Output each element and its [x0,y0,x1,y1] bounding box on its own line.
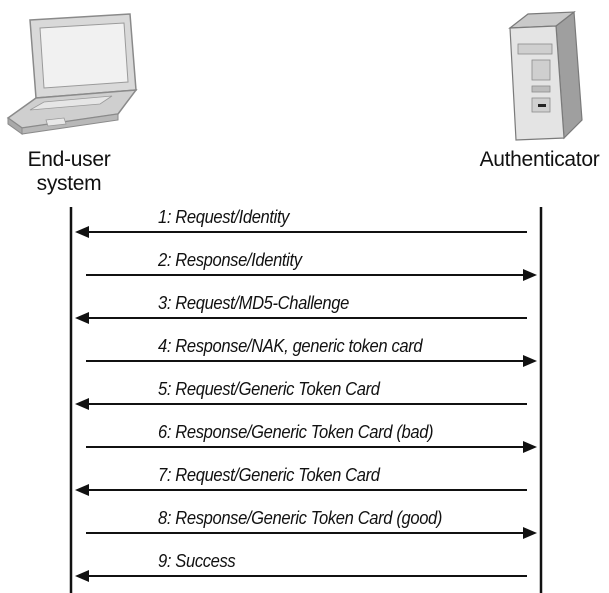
participant-label-end-user: End-user system [8,148,130,196]
participant-label-line: Authenticator [479,148,600,171]
laptop-icon [6,13,138,135]
message-arrow-1 [75,226,527,238]
arrowhead-icon [75,398,89,410]
message-arrow-8 [86,527,537,539]
message-label-6: 6: Response/Generic Token Card (bad) [158,422,434,442]
server-icon [508,10,583,141]
message-arrow-7 [75,484,527,496]
participant-label-line: End-user [27,148,111,171]
message-arrows [75,226,537,582]
message-arrow-5 [75,398,527,410]
arrowhead-icon [523,441,537,453]
arrowhead-icon [523,527,537,539]
message-arrow-9 [75,570,527,582]
message-label-5: 5: Request/Generic Token Card [158,379,380,399]
arrowhead-icon [75,312,89,324]
arrowhead-icon [523,355,537,367]
message-arrow-2 [86,269,537,281]
participant-label-authenticator: Authenticator [470,148,609,172]
arrowhead-icon [523,269,537,281]
message-label-9: 9: Success [158,551,236,571]
participant-label-line: system [36,172,102,195]
message-arrow-6 [86,441,537,453]
message-arrow-3 [75,312,527,324]
message-label-1: 1: Request/Identity [158,207,290,227]
arrowhead-icon [75,226,89,238]
message-label-3: 3: Request/MD5-Challenge [158,293,349,313]
arrowhead-icon [75,570,89,582]
message-label-7: 7: Request/Generic Token Card [158,465,380,485]
message-label-2: 2: Response/Identity [158,250,302,270]
message-label-8: 8: Response/Generic Token Card (good) [158,508,443,528]
message-arrow-4 [86,355,537,367]
message-label-4: 4: Response/NAK, generic token card [158,336,423,356]
arrowhead-icon [75,484,89,496]
